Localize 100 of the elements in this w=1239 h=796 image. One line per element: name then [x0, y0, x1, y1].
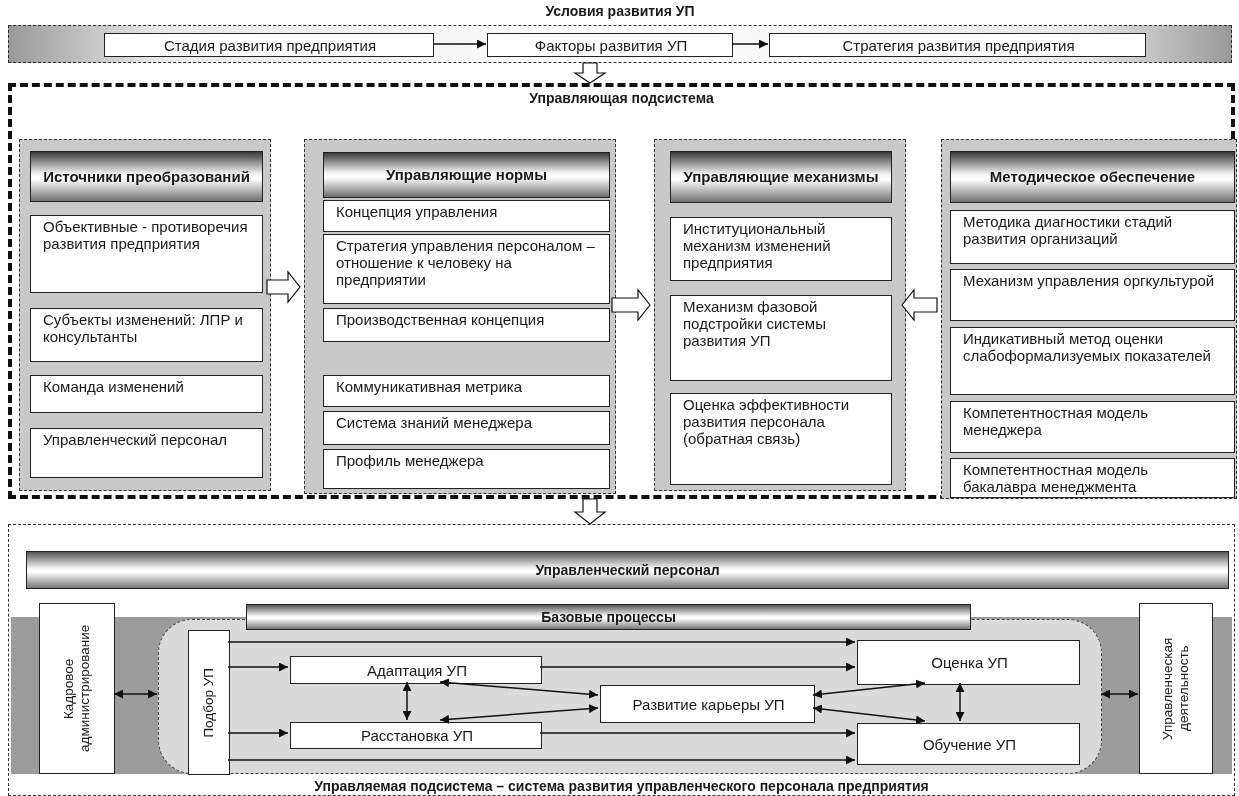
arrow — [227, 755, 856, 765]
column-panel — [941, 139, 1237, 499]
process-box — [857, 640, 1080, 685]
box-label: Субъекты изменений: ЛПР и консультанты — [43, 311, 244, 345]
box-label: Объективные - противоречия развития предприятия — [43, 218, 249, 252]
text-box — [950, 458, 1235, 498]
text-box — [323, 449, 610, 489]
subsystem-frame — [8, 83, 1235, 499]
text-box — [670, 217, 892, 281]
box-label: Механизм фазовой подстройки системы развития УП — [683, 298, 827, 349]
text-box — [30, 215, 263, 293]
process-box — [857, 723, 1080, 765]
process-box — [39, 603, 115, 774]
block-arrow — [573, 62, 607, 84]
arrow — [227, 637, 856, 647]
box-label: Стратегия развития предприятия — [842, 36, 1075, 54]
header-box — [950, 151, 1235, 203]
box-label: Система знаний менеджера — [336, 414, 533, 431]
box-label: Управленческая деятельность — [1160, 636, 1192, 742]
arrow — [439, 704, 599, 724]
arrow — [432, 39, 487, 49]
box-label: Управленческий персонал — [535, 562, 720, 578]
box-label: Развитие карьеры УП — [632, 695, 785, 713]
arrow — [1100, 689, 1139, 699]
block-arrow — [901, 288, 938, 322]
header-box — [30, 151, 263, 202]
text-box — [950, 269, 1235, 321]
text-box — [950, 401, 1235, 453]
box-label: Концепция управления — [336, 203, 498, 220]
box-label: Компетентностная модель менеджера — [963, 404, 1149, 438]
text-box — [670, 393, 892, 485]
group-title: Условия развития УП — [544, 3, 696, 19]
box-label: Индикативный метод оценки слабоформализуемых показателей — [963, 330, 1212, 364]
arrow — [402, 681, 412, 721]
process-box — [290, 722, 542, 749]
process-box — [487, 33, 733, 57]
process-box — [769, 33, 1146, 57]
box-label: Коммуникативная метрика — [336, 378, 523, 395]
subsystem-frame — [8, 524, 1235, 796]
text-box — [323, 411, 610, 445]
text-box — [950, 327, 1235, 395]
box-label: Оценка УП — [931, 654, 1008, 671]
arrow — [812, 679, 926, 699]
arrow — [539, 728, 856, 738]
text-box — [30, 428, 263, 478]
process-box — [290, 656, 542, 684]
column-panel — [654, 139, 906, 491]
arrow — [539, 662, 856, 672]
box-label: Адаптация УП — [367, 661, 467, 679]
text-box — [323, 375, 610, 407]
box-label: Профиль менеджера — [336, 452, 484, 469]
box-label: Подбор УП — [201, 667, 217, 738]
box-label: Базовые процессы — [541, 609, 676, 625]
box-label: Стадия развития предприятия — [163, 36, 377, 54]
arrow — [113, 689, 158, 699]
header-box — [670, 151, 892, 203]
arrow — [439, 678, 599, 699]
box-label: Источники преобразований — [43, 167, 250, 186]
caption: Управляемая подсистема – система развития управленческого персонала предприятия — [313, 778, 930, 794]
arrow — [227, 662, 289, 672]
text-box — [30, 375, 263, 413]
block-arrow — [611, 288, 651, 322]
process-box — [188, 630, 230, 775]
arrow — [812, 704, 926, 725]
box-label: Управляющие механизмы — [683, 168, 879, 186]
text-box — [30, 308, 263, 362]
header-bar — [246, 604, 971, 630]
box-label: Механизм управления оргкультурой — [963, 272, 1215, 289]
process-box — [104, 33, 434, 57]
arrow — [955, 682, 965, 722]
box-label: Институциональный механизм изменений предприятия — [683, 220, 832, 271]
box-label: Оценка эффективности развития персонала (обратная связь) — [683, 396, 851, 447]
box-label: Методика диагностики стадий развития организаций — [963, 213, 1174, 247]
box-label: Методическое обеспечение — [989, 168, 1196, 186]
arrow — [227, 728, 289, 738]
box-label: Стратегия управления персоналом – отношение к человеку на предприятии — [336, 237, 596, 288]
header-bar — [26, 551, 1229, 589]
block-arrow — [266, 270, 301, 304]
block-arrow — [573, 498, 607, 525]
header-box — [323, 152, 610, 198]
column-panel — [304, 139, 616, 494]
group-title: Управляющая подсистема — [528, 90, 715, 106]
box-label: Компетентностная модель бакалавра менеджмента — [963, 461, 1149, 495]
box-label: Кадровое администрирование — [61, 623, 93, 755]
box-label: Факторы развития УП — [534, 36, 688, 54]
text-box — [323, 234, 610, 304]
process-box — [600, 685, 815, 723]
text-box — [323, 200, 610, 232]
box-label: Команда изменений — [43, 378, 184, 395]
box-label: Управляющие нормы — [386, 166, 547, 184]
arrow — [731, 39, 769, 49]
text-box — [670, 295, 892, 381]
text-box — [950, 210, 1235, 264]
box-label: Управленческий персонал — [43, 431, 227, 448]
box-label: Производственная концепция — [336, 311, 545, 328]
box-label: Обучение УП — [922, 735, 1017, 753]
process-box — [1139, 603, 1213, 774]
column-panel — [19, 139, 271, 491]
box-label: Расстановка УП — [360, 727, 474, 744]
text-box — [323, 308, 610, 342]
